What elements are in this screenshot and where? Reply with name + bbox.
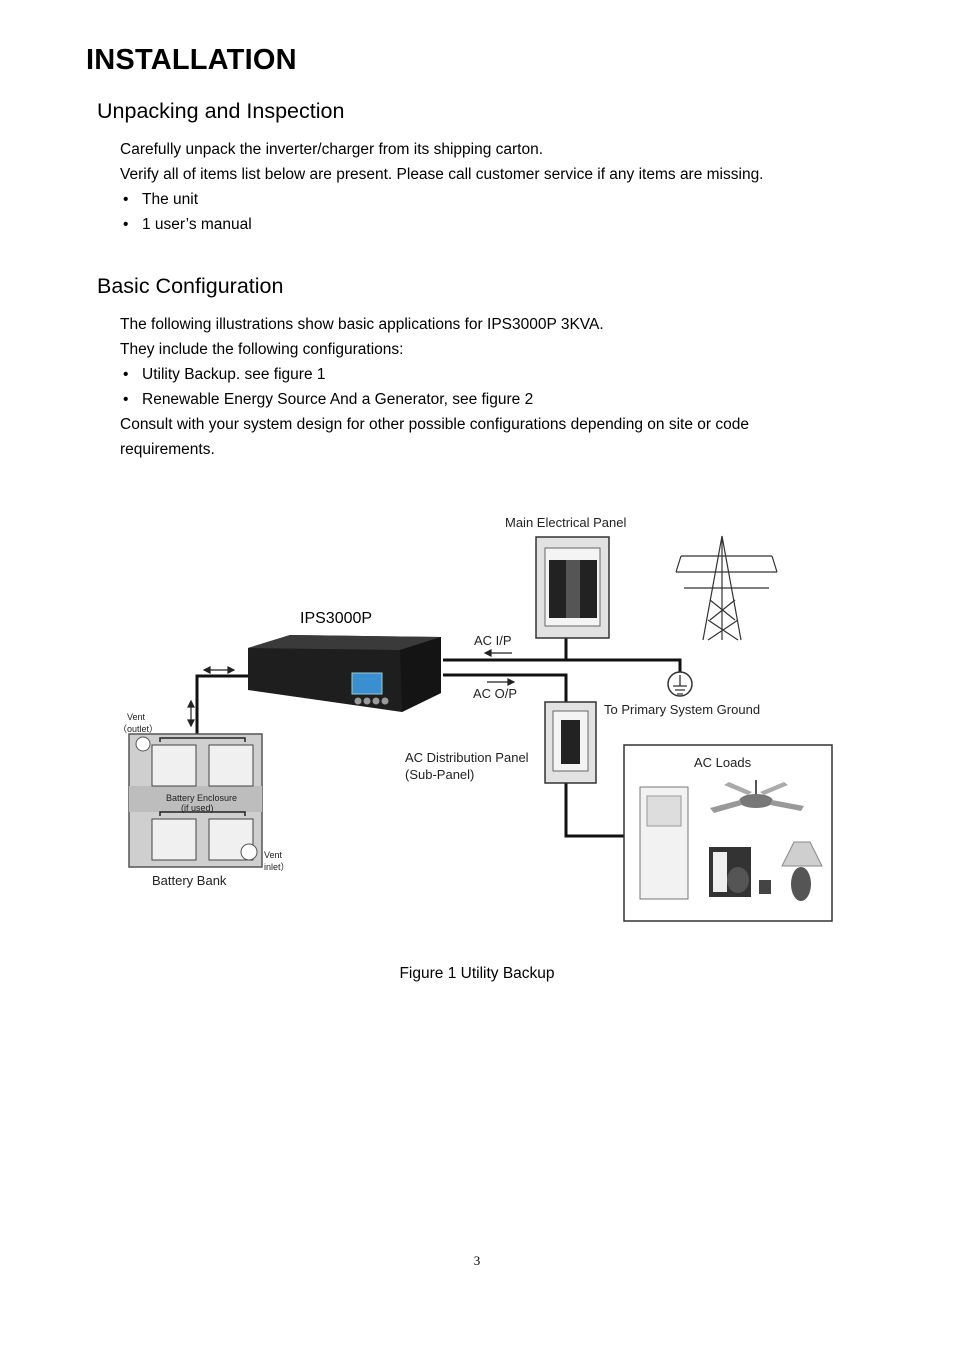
page-heading: INSTALLATION — [86, 44, 297, 76]
bullet-icon: • — [123, 216, 129, 233]
unpacking-list: •The unit •1 user’s manual — [120, 187, 252, 237]
bullet-icon: • — [123, 391, 129, 408]
basic-config-title: Basic Configuration — [97, 274, 284, 298]
wiring — [195, 637, 682, 838]
enclosure-label-2: (if used) — [181, 803, 214, 813]
bullet-icon: • — [123, 191, 129, 208]
vent-outlet-label-2: （outlet） — [118, 724, 158, 734]
sub-panel — [544, 701, 597, 784]
list-item: •1 user’s manual — [120, 212, 252, 237]
air-conditioner-icon — [639, 786, 689, 900]
arrow-icons — [187, 649, 516, 728]
page-number: 3 — [473, 1253, 481, 1268]
ac-ip-label: AC I/P — [474, 633, 512, 648]
ac-op-label: AC O/P — [473, 686, 517, 701]
ceiling-fan-icon — [710, 780, 804, 813]
enclosure-label-1: Battery Enclosure — [166, 793, 237, 803]
inverter-unit — [248, 635, 441, 712]
unpacking-line-2: Verify all of items list below are prese… — [120, 166, 764, 183]
vent-inlet-label-1: Vent — [264, 850, 283, 860]
unpacking-text: Carefully unpack the inverter/charger fr… — [120, 137, 820, 187]
sub-panel-label-1: AC Distribution Panel — [405, 750, 529, 765]
ground-symbol-icon — [667, 671, 693, 697]
list-item: •Utility Backup. see figure 1 — [120, 362, 533, 387]
main-panel-label: Main Electrical Panel — [505, 515, 626, 530]
bullet-icon: • — [123, 366, 129, 383]
unpacking-line-1: Carefully unpack the inverter/charger fr… — [120, 141, 544, 158]
vent-inlet-label-2: inlet） — [264, 862, 290, 872]
unpacking-title: Unpacking and Inspection — [97, 99, 345, 123]
lamp-icon — [781, 841, 823, 901]
sub-panel-label-2: (Sub-Panel) — [405, 767, 474, 782]
coffee-maker-icon — [709, 847, 771, 897]
figure-caption: Figure 1 Utility Backup — [399, 965, 555, 982]
power-pylon-icon — [675, 535, 778, 641]
basic-config-line-1: The following illustrations show basic a… — [120, 316, 604, 333]
basic-config-list: •Utility Backup. see figure 1 •Renewable… — [120, 362, 533, 412]
ground-label: To Primary System Ground — [604, 702, 760, 717]
basic-config-closing: Consult with your system design for othe… — [120, 416, 749, 458]
list-item: •Renewable Energy Source And a Generator… — [120, 387, 533, 412]
battery-enclosure — [128, 733, 263, 868]
battery-bank-label: Battery Bank — [152, 873, 227, 888]
basic-config-text: The following illustrations show basic a… — [120, 312, 820, 362]
basic-config-line-2: They include the following configuration… — [120, 341, 404, 358]
ac-loads-label: AC Loads — [694, 755, 752, 770]
unit-label: IPS3000P — [300, 610, 372, 627]
list-item: •The unit — [120, 187, 252, 212]
vent-outlet-label-1: Vent — [127, 712, 146, 722]
main-electrical-panel — [535, 536, 610, 639]
